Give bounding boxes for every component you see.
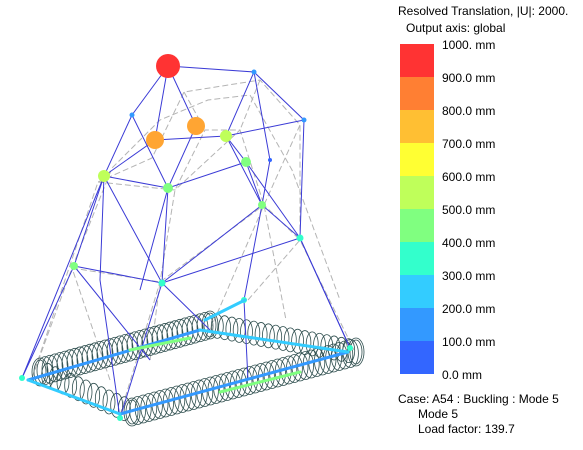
legend-swatch — [400, 176, 434, 209]
legend-swatch — [400, 44, 434, 77]
case-info: Case: A54 : Buckling : Mode 5 — [398, 392, 559, 406]
node — [241, 157, 251, 167]
legend-label: 800.0 mm — [442, 104, 496, 118]
legend-swatch — [400, 143, 434, 176]
beam-contour — [26, 298, 350, 416]
node — [129, 112, 135, 118]
legend-swatch — [400, 209, 434, 242]
legend-label: 600.0 mm — [442, 170, 496, 184]
legend-swatch — [400, 242, 434, 275]
node — [146, 131, 164, 149]
node-max-displacement — [156, 54, 180, 78]
legend-swatch — [400, 341, 434, 374]
legend-label: 0.0 mm — [442, 368, 483, 382]
legend-label: 1000. mm — [442, 38, 496, 52]
legend-label: 100.0 mm — [442, 335, 496, 349]
node-markers — [19, 54, 353, 421]
legend-label: 500.0 mm — [442, 203, 496, 217]
node — [158, 279, 166, 287]
legend-swatch — [400, 77, 434, 110]
legend-label: 200.0 mm — [442, 302, 496, 316]
mode-label: Mode 5 — [418, 407, 459, 421]
structure-viewport[interactable] — [0, 0, 395, 450]
legend-label: 900.0 mm — [442, 71, 496, 85]
load-factor: Load factor: 139.7 — [418, 422, 515, 436]
legend-label: 400.0 mm — [442, 236, 496, 250]
node — [251, 69, 257, 75]
node — [19, 375, 25, 381]
node — [347, 345, 353, 351]
legend-swatch — [400, 275, 434, 308]
legend-swatch — [400, 308, 434, 341]
legend-label: 300.0 mm — [442, 269, 496, 283]
node — [268, 158, 272, 162]
node — [70, 262, 78, 270]
node — [117, 415, 123, 421]
legend-subtitle: Output axis: global — [406, 21, 506, 35]
node — [187, 117, 205, 135]
legend-title: Resolved Translation, |U|: 2000. — [398, 4, 569, 18]
legend-swatch — [400, 110, 434, 143]
node — [296, 234, 304, 242]
legend-label: 700.0 mm — [442, 137, 496, 151]
node — [220, 130, 232, 142]
node — [163, 183, 173, 193]
node — [301, 117, 307, 123]
mesh-members — [31, 310, 365, 427]
node — [98, 170, 110, 182]
node — [258, 201, 266, 209]
